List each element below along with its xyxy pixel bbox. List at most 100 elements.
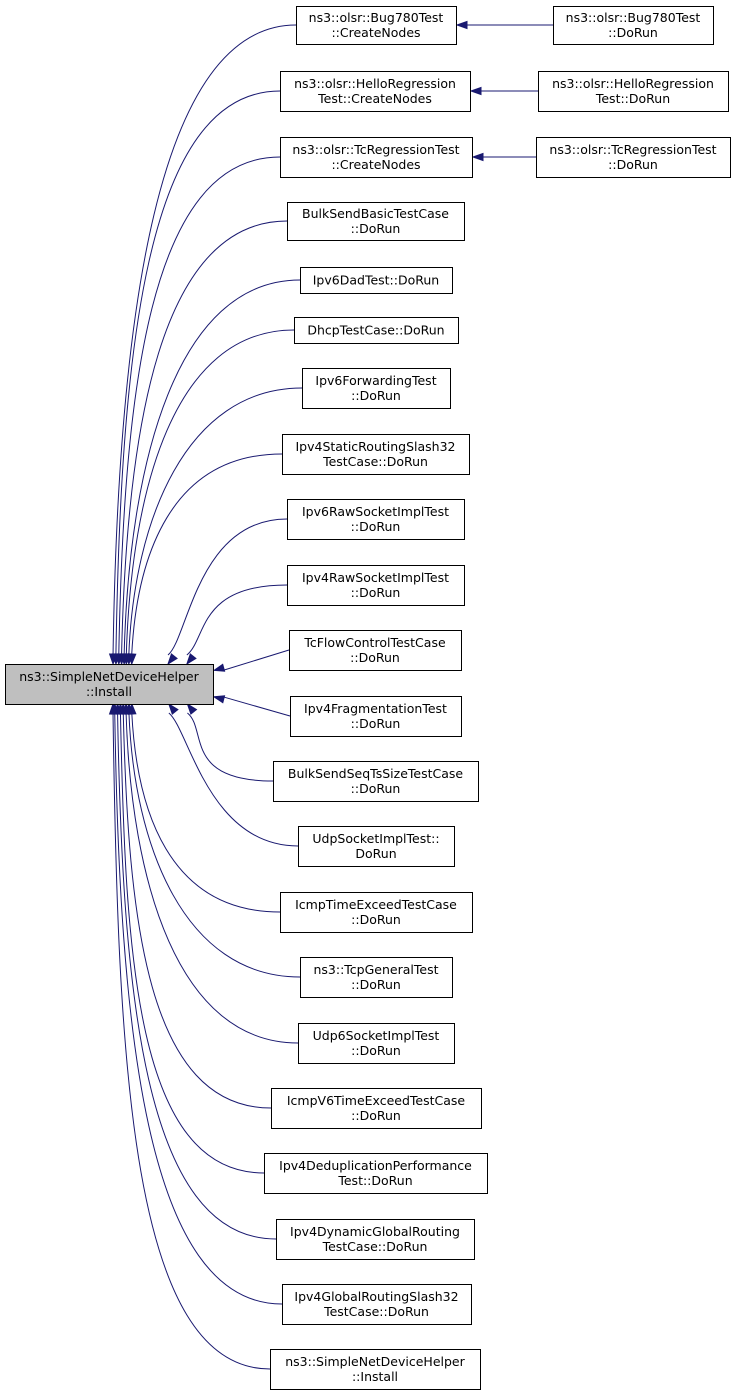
node-label-line: ns3::olsr::TcRegressionTest: [549, 142, 716, 157]
node-label-line: Test::DoRun: [337, 1173, 412, 1188]
node-udpsock[interactable]: UdpSocketImplTest::DoRun: [298, 826, 455, 867]
node-label-line: BulkSendSeqTsSizeTestCase: [288, 766, 464, 781]
node-box: [5, 664, 214, 705]
node-label-line: Test::DoRun: [595, 91, 670, 106]
node-label-line: ::DoRun: [351, 388, 401, 403]
edge-arrowhead: [186, 702, 198, 715]
node-label-line: TestCase::DoRun: [323, 1304, 429, 1319]
edge-arrowhead: [471, 152, 484, 162]
edge-line: [115, 90, 281, 656]
edge-arrowhead: [469, 86, 482, 96]
node-label-line: ns3::olsr::Bug780Test: [566, 10, 701, 25]
node-label-line: TcFlowControlTestCase: [303, 635, 446, 650]
edge-line: [117, 712, 277, 1240]
node-tc_run[interactable]: ns3::olsr::TcRegressionTest::DoRun: [536, 137, 731, 178]
node-ipv6dad[interactable]: Ipv6DadTest::DoRun: [300, 267, 453, 294]
node-label-line: Ipv4StaticRoutingSlash32: [295, 439, 455, 454]
edge-arrowhead: [127, 653, 137, 666]
node-label-line: ::DoRun: [608, 25, 658, 40]
node-label-line: ::Install: [352, 1369, 398, 1384]
edge-ipv6fwd-to-simple_install: [124, 387, 303, 666]
node-label-line: Ipv6ForwardingTest: [315, 373, 436, 388]
node-label-line: DoRun: [355, 846, 396, 861]
node-icmptime[interactable]: IcmpTimeExceedTestCase::DoRun: [280, 892, 473, 933]
node-label-line: ::DoRun: [351, 519, 401, 534]
node-label-line: ns3::olsr::TcRegressionTest: [292, 142, 459, 157]
edge-ipv4raw-to-simple_install: [185, 584, 288, 666]
edge-line: [186, 584, 288, 656]
node-box: [264, 1153, 488, 1194]
node-label-line: Ipv4DynamicGlobalRouting: [290, 1224, 460, 1239]
edge-line: [187, 712, 274, 782]
node-bulksend_seq[interactable]: BulkSendSeqTsSizeTestCase::DoRun: [273, 761, 479, 802]
node-label-line: TestCase::DoRun: [322, 1239, 428, 1254]
node-box: [282, 434, 470, 475]
node-simple_install2[interactable]: ns3::SimpleNetDeviceHelper::Install: [270, 1349, 481, 1390]
edge-line: [168, 712, 299, 847]
node-label-line: BulkSendBasicTestCase: [302, 206, 449, 221]
node-bug780_create[interactable]: ns3::olsr::Bug780Test::CreateNodes: [296, 6, 457, 45]
node-icmpv6time[interactable]: IcmpV6TimeExceedTestCase::DoRun: [271, 1088, 482, 1129]
node-label-line: IcmpTimeExceedTestCase: [295, 897, 457, 912]
edge-arrowhead: [185, 653, 197, 666]
edge-hello_run-to-hello_create: [469, 86, 538, 96]
node-box: [280, 892, 473, 933]
node-label-line: ns3::olsr::Bug780Test: [309, 10, 444, 25]
node-tcflow[interactable]: TcFlowControlTestCase::DoRun: [289, 630, 462, 671]
node-label-line: Udp6SocketImplTest: [313, 1028, 440, 1043]
edge-ipv4glob-to-simple_install: [110, 702, 283, 1305]
node-ipv6fwd[interactable]: Ipv6ForwardingTest::DoRun: [302, 368, 451, 409]
edge-line: [128, 387, 303, 656]
node-box: [290, 696, 462, 737]
edge-line: [222, 649, 290, 671]
node-udp6sock[interactable]: Udp6SocketImplTest::DoRun: [298, 1023, 455, 1064]
node-hello_create[interactable]: ns3::olsr::HelloRegressionTest::CreateNo…: [280, 71, 471, 112]
edge-udpsock-to-simple_install: [167, 702, 299, 847]
node-label-line: Ipv6RawSocketImplTest: [302, 504, 449, 519]
node-ipv6raw[interactable]: Ipv6RawSocketImplTest::DoRun: [287, 499, 465, 540]
edge-ipv6raw-to-simple_install: [167, 518, 288, 666]
edge-line: [119, 712, 265, 1174]
edge-bug780_create-to-simple_install: [108, 24, 297, 666]
node-box: [300, 957, 453, 998]
edge-udp6sock-to-simple_install: [122, 702, 299, 1044]
nodes-layer: ns3::SimpleNetDeviceHelper::Installns3::…: [5, 6, 731, 1390]
node-bulksend_basic[interactable]: BulkSendBasicTestCase::DoRun: [287, 202, 465, 241]
node-tc_create[interactable]: ns3::olsr::TcRegressionTest::CreateNodes: [280, 137, 473, 178]
node-label-line: Ipv4FragmentationTest: [304, 701, 447, 716]
node-box: [287, 499, 465, 540]
node-label-line: ::DoRun: [351, 585, 401, 600]
node-label-line: ns3::SimpleNetDeviceHelper: [285, 1354, 465, 1369]
node-box: [536, 137, 731, 178]
node-dhcp[interactable]: DhcpTestCase::DoRun: [294, 317, 459, 344]
edge-line: [118, 156, 281, 656]
node-tcpgeneral[interactable]: ns3::TcpGeneralTest::DoRun: [300, 957, 453, 998]
node-label-line: ::CreateNodes: [331, 25, 420, 40]
edge-arrowhead: [455, 20, 468, 30]
node-ipv4frag[interactable]: Ipv4FragmentationTest::DoRun: [290, 696, 462, 737]
node-label-line: Ipv4DeduplicationPerformance: [279, 1158, 472, 1173]
node-box: [287, 565, 465, 606]
node-box: [300, 267, 453, 294]
edge-line: [125, 712, 299, 1044]
node-label-line: ::Install: [86, 684, 132, 699]
node-ipv4raw[interactable]: Ipv4RawSocketImplTest::DoRun: [287, 565, 465, 606]
node-label-line: ::DoRun: [351, 1043, 401, 1058]
node-bug780_run[interactable]: ns3::olsr::Bug780Test::DoRun: [553, 6, 714, 45]
edge-line: [167, 518, 288, 656]
edge-line: [131, 453, 283, 656]
node-box: [287, 202, 465, 241]
node-label-line: ::DoRun: [351, 781, 401, 796]
node-simple_install[interactable]: ns3::SimpleNetDeviceHelper::Install: [5, 664, 214, 705]
edge-simple_install2-to-simple_install: [108, 702, 271, 1370]
node-box: [276, 1219, 475, 1260]
node-box: [280, 137, 473, 178]
node-label-line: Ipv6DadTest::DoRun: [313, 273, 439, 288]
edge-line: [222, 696, 291, 717]
